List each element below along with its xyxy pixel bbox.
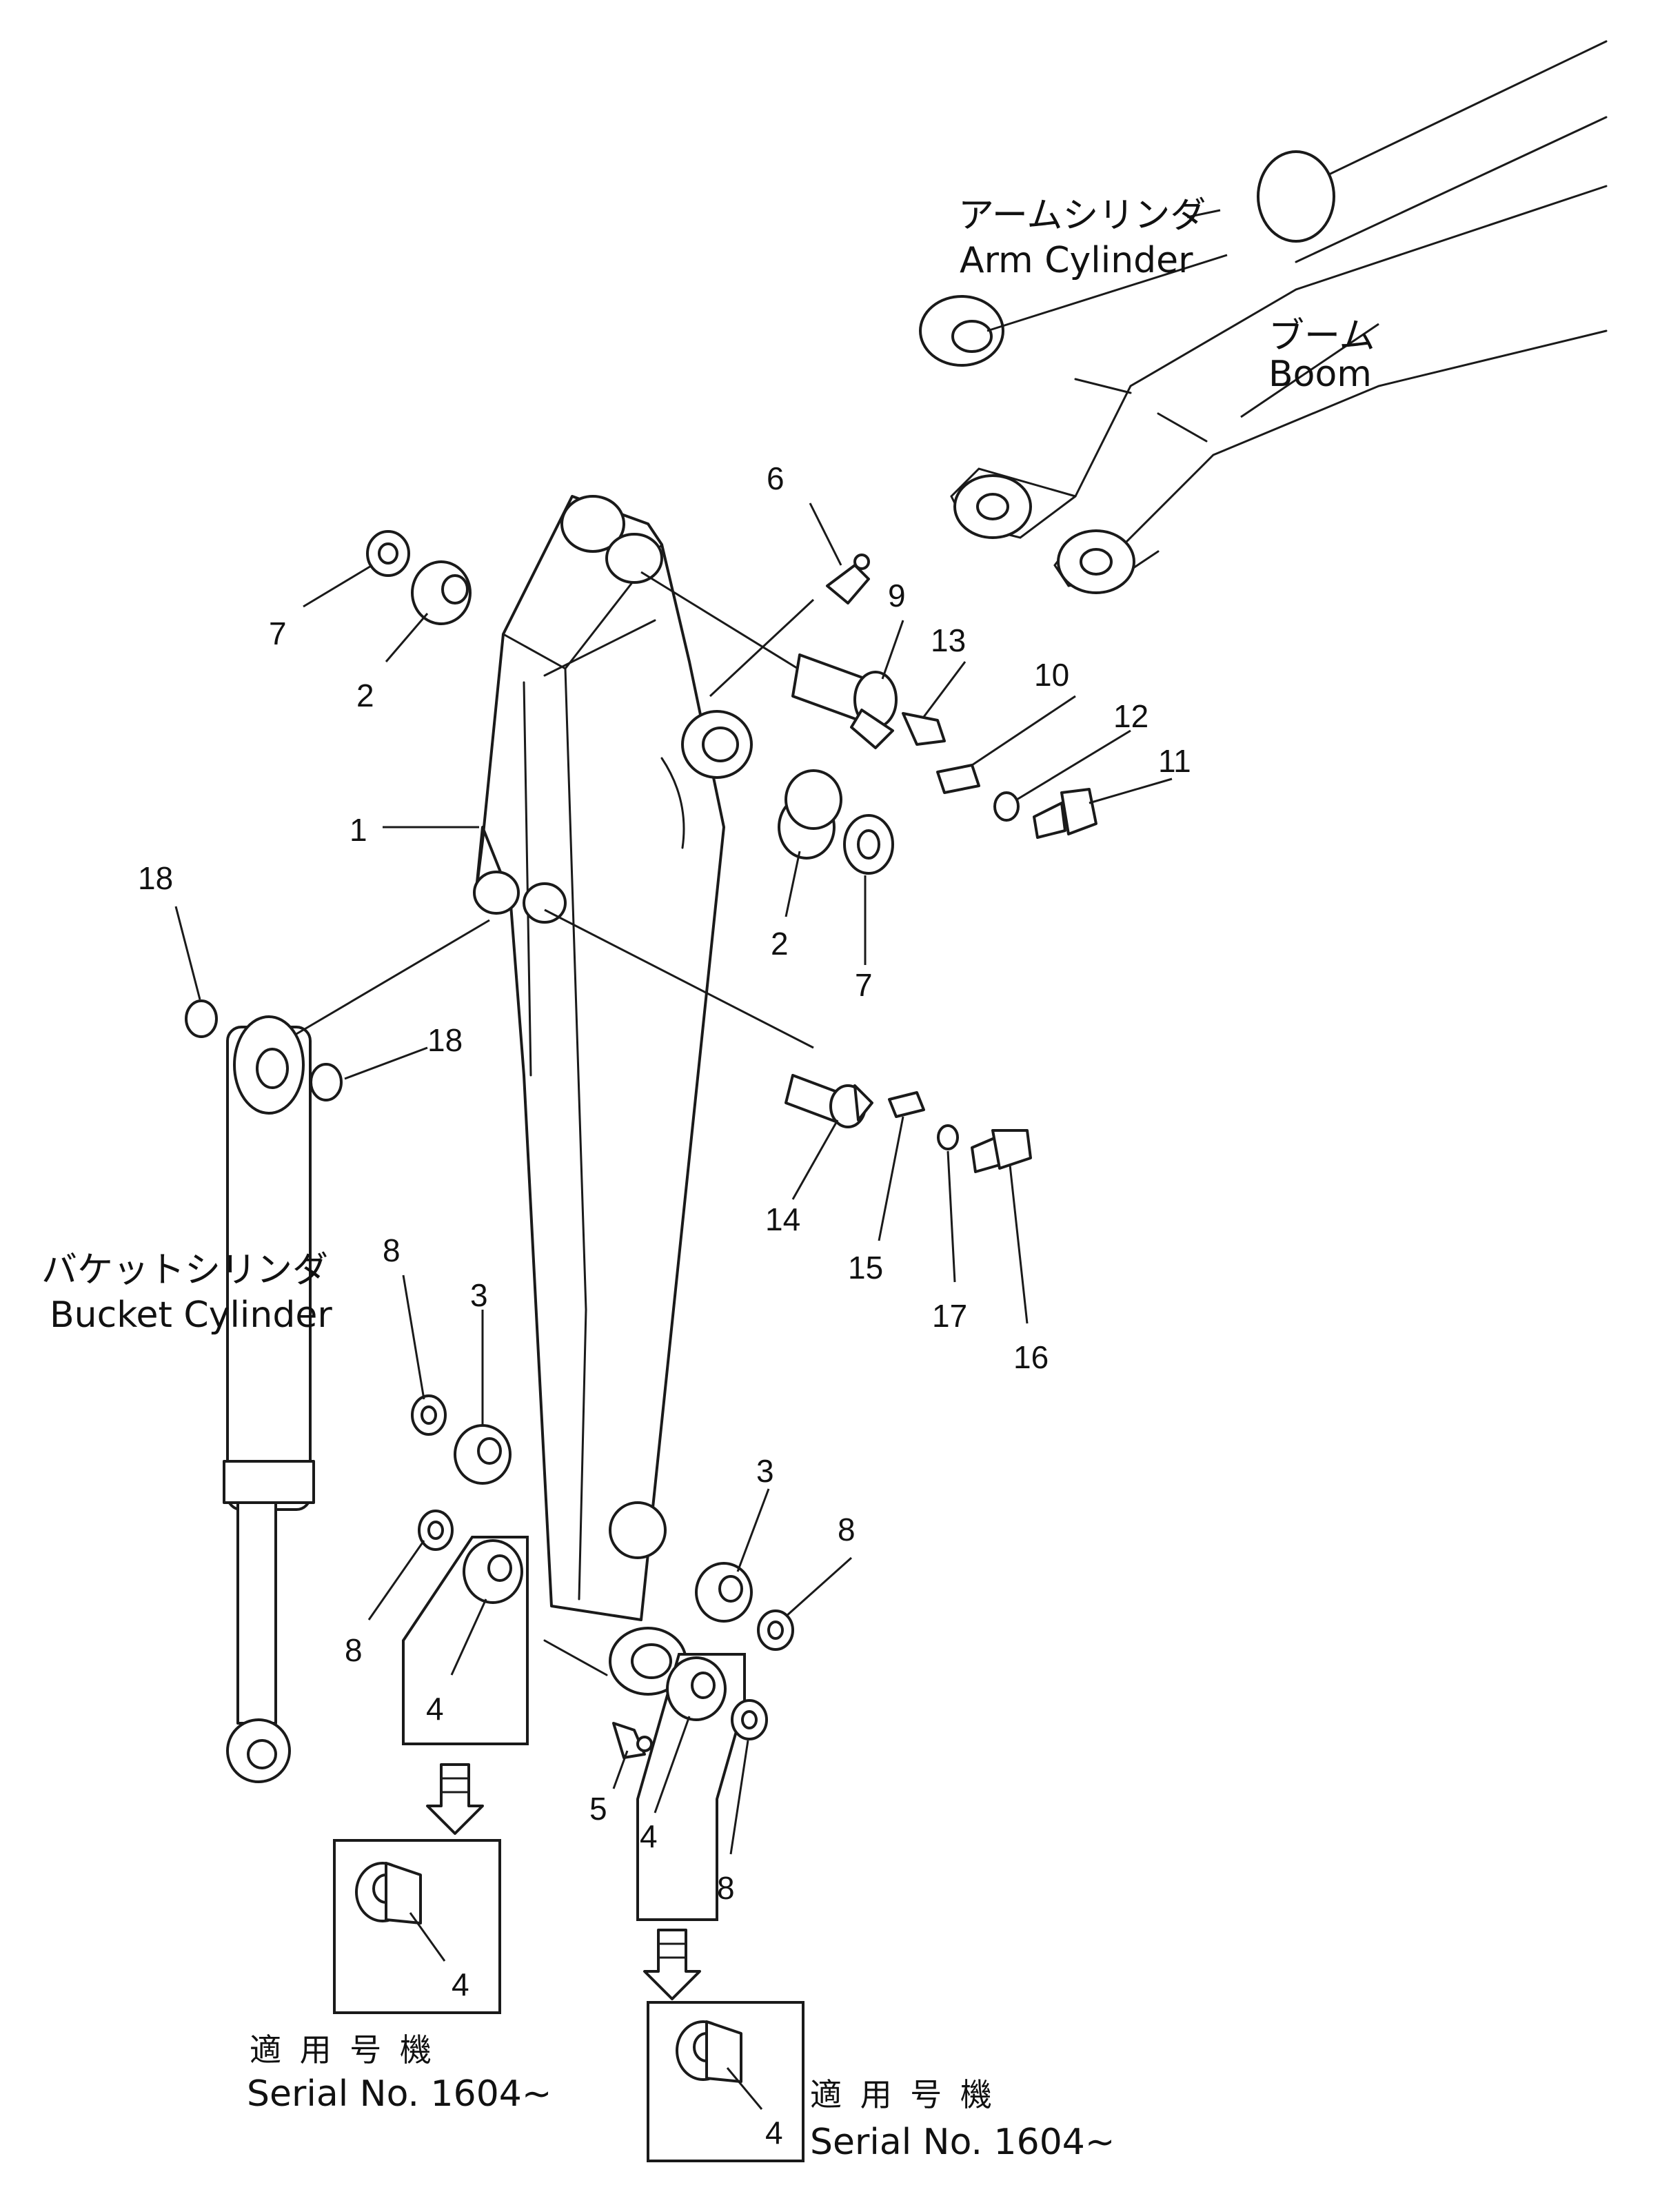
callout-18-left: 18: [138, 860, 173, 896]
bolt-16: [971, 1129, 1032, 1173]
callout-3-left: 3: [470, 1277, 488, 1313]
callout-3-right: 3: [756, 1453, 774, 1489]
variant-box-right: [636, 1653, 746, 1921]
callout-12: 12: [1113, 698, 1148, 734]
bushing-2-left: [411, 560, 472, 625]
plate-10: [936, 764, 980, 794]
bucket-cylinder-jp-label: バケットシリンダ: [41, 1250, 328, 1291]
callout-8-c: 8: [838, 1512, 856, 1547]
callout-9: 9: [888, 578, 906, 613]
arm-body: [473, 495, 753, 1696]
plate-15: [888, 1091, 925, 1118]
callout-18-right: 18: [427, 1022, 463, 1058]
shim-18-right: [310, 1063, 343, 1101]
arm-cylinder-en-label: Arm Cylinder: [960, 240, 1193, 281]
callout-6: 6: [767, 460, 785, 496]
bushing-3-right: [695, 1562, 753, 1623]
bushing-4-variant-right: [676, 2020, 742, 2083]
arm-cylinder-jp-label: アームシリンダ: [958, 195, 1206, 236]
serial-right-en-label: Serial No. 1604~: [810, 2122, 1115, 2163]
callout-8-a: 8: [383, 1232, 401, 1268]
down-arrow-left: [426, 1763, 484, 1835]
serial-left-en-label: Serial No. 1604~: [247, 2073, 551, 2115]
bucket-cylinder: [223, 1015, 315, 1783]
callout-2-left: 2: [356, 678, 374, 713]
shim-18-left: [185, 999, 218, 1038]
callout-16: 16: [1013, 1339, 1049, 1375]
boom-assembly: [950, 185, 1608, 594]
down-arrow-right: [643, 1929, 701, 2000]
grease-fitting-13: [902, 712, 946, 746]
callout-15: 15: [848, 1250, 883, 1286]
arm-cylinder: [919, 40, 1608, 367]
bushing-4-left: [463, 1539, 523, 1604]
seal-8-c: [757, 1609, 794, 1651]
bucket-cylinder-en-label: Bucket Cylinder: [50, 1294, 332, 1336]
callout-4-d: 4: [765, 2115, 783, 2151]
pin-14: [785, 1074, 873, 1128]
seal-8-a: [411, 1394, 447, 1436]
bushing-3-left: [454, 1424, 512, 1485]
grease-fitting-6: [826, 553, 870, 605]
leader-lines: [174, 502, 1173, 2110]
callout-8-d: 8: [717, 1870, 735, 1906]
seal-7-left: [366, 530, 410, 577]
bushing-4-right: [666, 1656, 727, 1721]
callout-4-a: 4: [426, 1691, 444, 1727]
seal-7-right: [843, 814, 894, 875]
callout-4-b: 4: [640, 1818, 658, 1854]
callout-8-b: 8: [345, 1632, 363, 1668]
callout-2-right: 2: [771, 926, 789, 962]
serial-box-left: [333, 1839, 501, 2014]
washer-12: [993, 791, 1020, 822]
boom-jp-label: ブーム: [1268, 316, 1375, 357]
grease-fitting-5: [612, 1722, 653, 1759]
bushing-4-variant-left: [355, 1862, 422, 1924]
callout-5: 5: [589, 1791, 607, 1827]
callout-1: 1: [350, 812, 367, 848]
pin-9: [791, 653, 898, 749]
callout-4-c: 4: [452, 1967, 469, 2002]
callout-13: 13: [931, 622, 966, 658]
callout-14: 14: [765, 1201, 800, 1237]
bolt-11: [1033, 788, 1097, 839]
callout-7-left: 7: [269, 616, 287, 651]
callout-10: 10: [1034, 657, 1069, 693]
boom-en-label: Boom: [1268, 354, 1372, 395]
serial-right-jp-label: 適 用 号 機: [810, 2076, 996, 2113]
bushing-2-right: [778, 769, 842, 860]
serial-left-jp-label: 適 用 号 機: [250, 2031, 436, 2069]
seal-8-b: [418, 1510, 454, 1551]
callout-7-right: 7: [855, 967, 873, 1003]
callout-11: 11: [1158, 743, 1191, 779]
seal-8-d: [731, 1699, 768, 1740]
washer-17: [937, 1124, 959, 1150]
callout-17: 17: [932, 1298, 967, 1334]
